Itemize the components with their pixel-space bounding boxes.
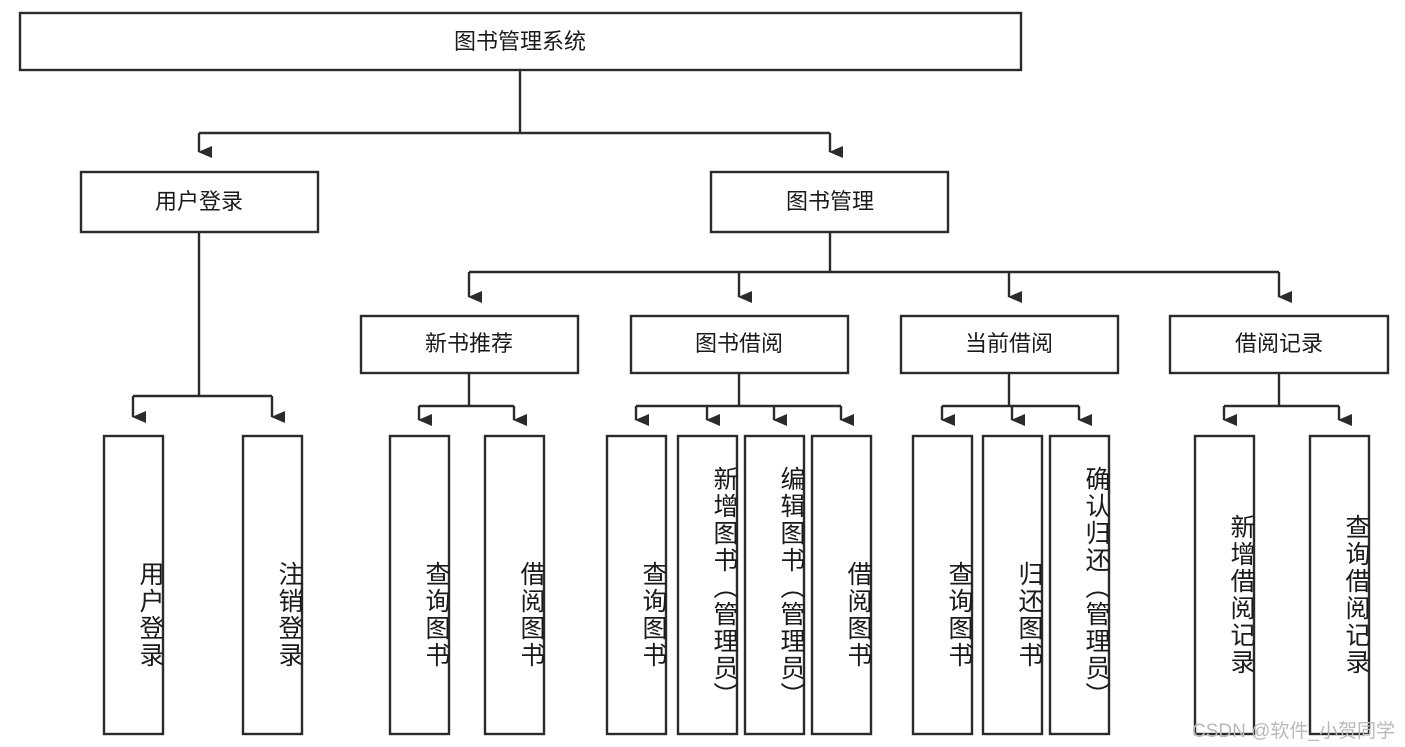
connector-root-to-level1 [197,70,843,158]
node-user-login-label: 用户登录 [155,189,243,214]
node-book-borrow[interactable]: 图书借阅 [629,314,850,375]
node-leaf-add-record[interactable] [1193,434,1256,736]
node-new-book-recommend-label: 新书推荐 [425,331,513,356]
connector-bookborrow-to-leaves [634,373,854,426]
node-leaf-user-login[interactable] [102,434,165,736]
node-root[interactable]: 图书管理系统 [18,11,1023,72]
node-leaf-query-book-3[interactable] [911,434,974,736]
node-leaf-confirm-return[interactable] [1048,434,1111,736]
connector-currentborrow-to-leaves [940,373,1092,426]
connector-userlogin-to-leaves [131,232,285,423]
node-leaf-edit-book[interactable] [743,434,806,736]
node-leaf-add-book[interactable] [676,434,739,736]
node-leaf-query-book-2[interactable] [605,434,668,736]
node-user-login[interactable]: 用户登录 [79,170,320,234]
node-leaf-query-book-1[interactable] [388,434,451,736]
connector-borrowrecord-to-leaves [1222,373,1352,426]
node-book-borrow-label: 图书借阅 [695,331,783,356]
node-book-management[interactable]: 图书管理 [709,170,950,234]
connector-bookmanagement-to-level2 [467,232,1292,303]
node-current-borrow-label: 当前借阅 [965,331,1053,356]
csdn-watermark: CSDN @软件_小贺同学 [1192,721,1395,742]
connector-newbook-to-leaves [417,373,527,426]
node-leaf-query-record[interactable] [1308,434,1371,736]
node-leaf-return-book[interactable] [981,434,1044,736]
node-borrow-record[interactable]: 借阅记录 [1168,314,1390,375]
node-root-label: 图书管理系统 [454,29,586,54]
node-borrow-record-label: 借阅记录 [1235,331,1323,356]
node-current-borrow[interactable]: 当前借阅 [899,314,1120,375]
node-new-book-recommend[interactable]: 新书推荐 [359,314,580,375]
node-book-management-label: 图书管理 [786,189,874,214]
node-leaf-logout-login[interactable] [241,434,304,736]
node-leaf-borrow-book-1[interactable] [483,434,546,736]
node-leaf-borrow-book-2[interactable] [810,434,873,736]
